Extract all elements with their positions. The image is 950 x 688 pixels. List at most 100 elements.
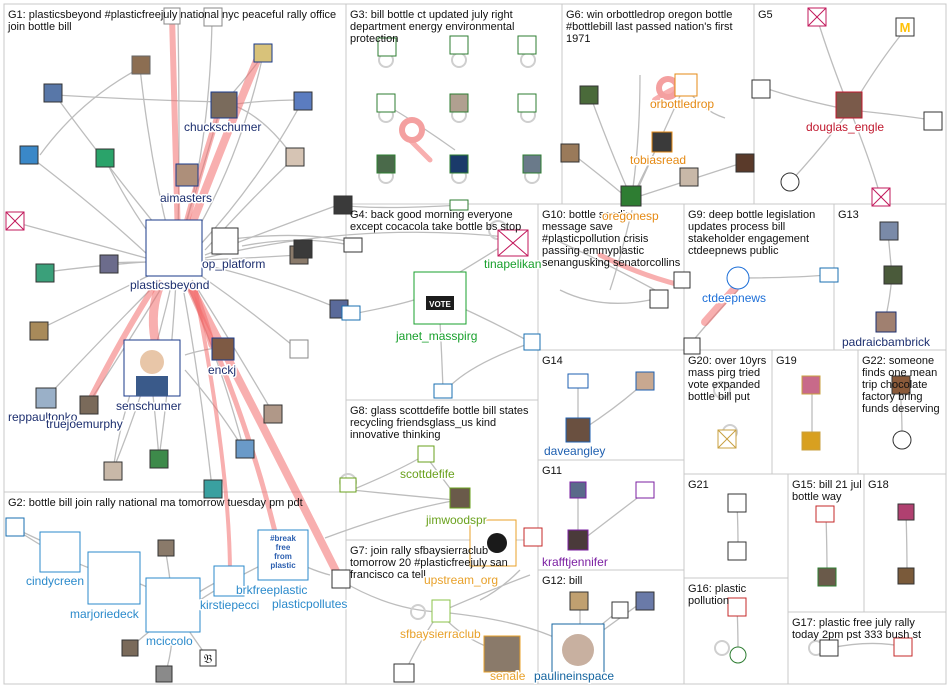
douglas-engle-node[interactable] — [835, 91, 863, 119]
node-avatar[interactable] — [751, 79, 771, 99]
node-avatar[interactable] — [673, 271, 691, 289]
node-avatar[interactable] — [19, 145, 39, 165]
node-avatar[interactable] — [635, 591, 655, 611]
scottdefife-node[interactable] — [417, 445, 435, 463]
node-avatar[interactable] — [155, 665, 173, 683]
node-avatar[interactable] — [175, 163, 199, 187]
node-avatar[interactable] — [5, 517, 25, 537]
node-avatar[interactable] — [29, 321, 49, 341]
register-node[interactable] — [449, 199, 469, 211]
node-avatar[interactable] — [203, 7, 223, 27]
masspirg-node[interactable] — [341, 305, 361, 321]
uspirg-node[interactable] — [523, 333, 541, 351]
daveangley-node[interactable] — [565, 417, 591, 443]
node-avatar[interactable] — [433, 383, 453, 399]
node-avatar[interactable] — [523, 527, 543, 547]
node-avatar[interactable] — [560, 143, 580, 163]
node-avatar[interactable] — [95, 148, 115, 168]
node-avatar[interactable] — [635, 481, 655, 499]
node-avatar[interactable] — [897, 503, 915, 521]
kirstiepecci-node[interactable] — [213, 565, 245, 597]
node-avatar[interactable] — [817, 567, 837, 587]
fifty-nyc-node[interactable] — [449, 35, 469, 55]
node-avatar[interactable] — [377, 37, 397, 57]
brkfreeplastic-node[interactable] — [257, 529, 309, 581]
node-avatar[interactable] — [203, 479, 223, 499]
mciccolo-node[interactable] — [145, 577, 201, 633]
node-avatar[interactable] — [131, 55, 151, 75]
node-avatar[interactable] — [815, 505, 835, 523]
node-avatar[interactable] — [801, 375, 821, 395]
node-avatar[interactable] — [263, 404, 283, 424]
padraicbambrick-node[interactable] — [875, 311, 897, 333]
node-avatar[interactable] — [635, 371, 655, 391]
node-avatar[interactable] — [801, 431, 821, 451]
node-avatar[interactable] — [727, 541, 747, 561]
node-avatar[interactable] — [449, 154, 469, 174]
node-avatar[interactable] — [199, 649, 217, 667]
mcdonalds-node[interactable] — [895, 17, 915, 37]
node-avatar[interactable] — [103, 461, 123, 481]
node-avatar[interactable] — [285, 147, 305, 167]
node-avatar[interactable] — [883, 265, 903, 285]
node-avatar[interactable] — [522, 154, 542, 174]
node-avatar[interactable] — [683, 337, 701, 355]
node-avatar[interactable] — [43, 83, 63, 103]
node-avatar[interactable] — [35, 263, 55, 283]
node-avatar[interactable] — [343, 237, 363, 253]
node-avatar[interactable] — [289, 339, 309, 359]
node-avatar[interactable] — [923, 111, 943, 131]
node-avatar[interactable] — [99, 254, 119, 274]
node-avatar[interactable] — [611, 601, 629, 619]
node-avatar[interactable] — [157, 539, 175, 557]
node-avatar[interactable] — [253, 43, 273, 63]
node-avatar[interactable] — [893, 637, 913, 657]
node-avatar[interactable] — [79, 395, 99, 415]
node-avatar[interactable] — [569, 591, 589, 611]
node-avatar[interactable] — [163, 7, 181, 25]
node-avatar[interactable] — [339, 477, 357, 493]
node-avatar[interactable] — [897, 567, 915, 585]
node-avatar[interactable] — [569, 481, 587, 499]
node-avatar[interactable] — [579, 85, 599, 105]
node-avatar[interactable] — [121, 639, 139, 657]
cindycreen-node[interactable] — [39, 531, 81, 573]
node-avatar[interactable] — [649, 289, 669, 309]
senale-node[interactable] — [483, 635, 521, 673]
plasticpollutes-node[interactable] — [331, 569, 351, 589]
node-avatar[interactable] — [393, 663, 415, 683]
node-avatar[interactable] — [735, 153, 755, 173]
krafftjennifer-node[interactable] — [567, 529, 589, 551]
ctdeepnews-node[interactable] — [726, 266, 750, 290]
node-avatar[interactable] — [449, 93, 469, 113]
node-avatar[interactable] — [293, 239, 313, 259]
node-avatar[interactable] — [679, 167, 699, 187]
node-avatar[interactable] — [376, 154, 396, 174]
node-avatar[interactable] — [293, 91, 313, 111]
node-avatar[interactable] — [235, 439, 255, 459]
jimwoodspr-node[interactable] — [449, 487, 471, 509]
wnbc-node[interactable] — [517, 93, 537, 113]
node-avatar[interactable] — [727, 597, 747, 617]
node-avatar[interactable] — [819, 639, 839, 657]
node-avatar[interactable] — [780, 172, 800, 192]
node-avatar[interactable] — [517, 35, 537, 55]
node-avatar[interactable] — [892, 430, 912, 450]
node-avatar[interactable] — [149, 449, 169, 469]
node-avatar[interactable] — [211, 337, 235, 361]
node-avatar[interactable] — [819, 267, 839, 283]
sfbaysierraclub-node[interactable] — [431, 599, 451, 623]
orbottledrop-node[interactable] — [674, 73, 698, 97]
plasticsbeyond-node[interactable] — [145, 219, 203, 277]
node-avatar[interactable] — [333, 195, 353, 215]
node-avatar[interactable] — [879, 221, 899, 241]
node-avatar[interactable] — [651, 131, 673, 153]
node-avatar[interactable] — [210, 91, 238, 119]
node-avatar[interactable] — [567, 373, 589, 389]
node-avatar[interactable] — [891, 375, 911, 395]
op-platform-node[interactable] — [211, 227, 239, 255]
marjoriedeck-node[interactable] — [87, 551, 141, 605]
node-avatar[interactable] — [729, 646, 747, 664]
node-avatar[interactable] — [620, 185, 642, 207]
politico-node[interactable] — [376, 93, 396, 113]
